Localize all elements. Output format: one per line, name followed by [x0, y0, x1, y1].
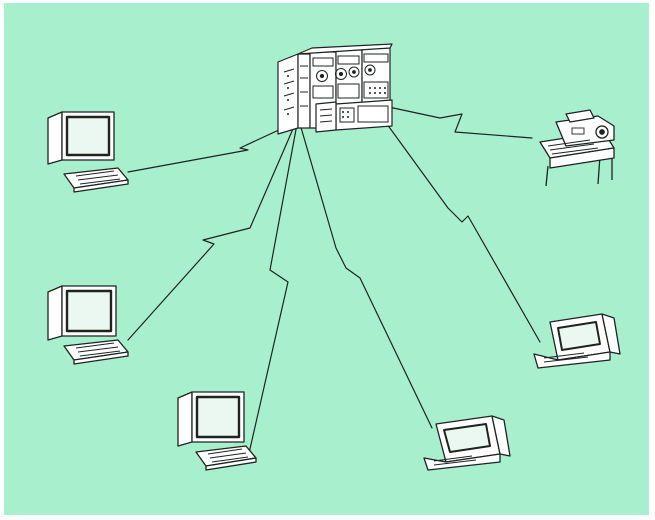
- mainframe-computer: [278, 44, 392, 134]
- tape-reel-icon: [339, 72, 342, 75]
- screen-icon: [67, 117, 109, 155]
- tape-reel-icon: [320, 74, 323, 77]
- tape-reel-icon: [353, 71, 356, 74]
- tape-reel-icon: [369, 69, 372, 72]
- screen-icon: [67, 291, 111, 331]
- screen-icon: [444, 424, 490, 452]
- screen-icon: [197, 397, 239, 437]
- screen-icon: [558, 322, 600, 350]
